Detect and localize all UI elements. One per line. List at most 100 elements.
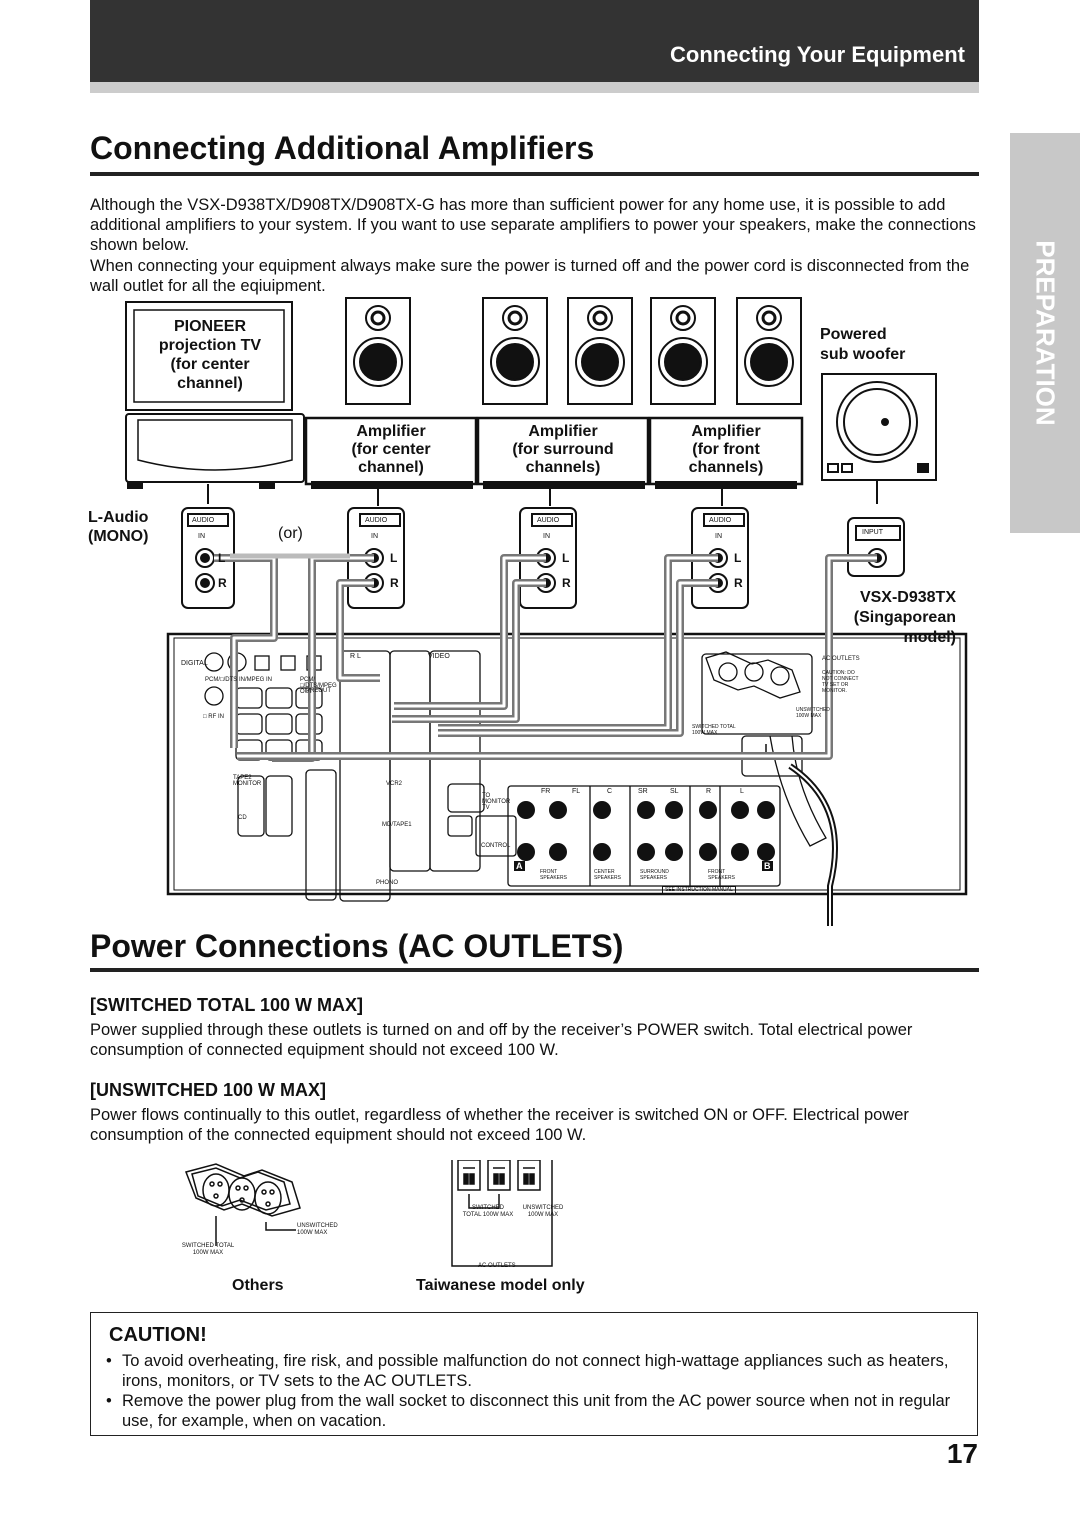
switched-subtitle: [SWITCHED TOTAL 100 W MAX] bbox=[90, 995, 364, 1015]
rcv-phono: PHONO bbox=[376, 880, 399, 886]
taiwan-caption: Taiwanese model only bbox=[416, 1277, 585, 1294]
section1-title: Connecting Additional Amplifiers bbox=[90, 130, 595, 166]
front-jack-l: L bbox=[734, 551, 742, 565]
center-jack-r: R bbox=[390, 576, 399, 590]
subwoofer bbox=[821, 373, 937, 481]
caution-item-1-text: To avoid overheating, fire risk, and pos… bbox=[122, 1352, 949, 1390]
amplifier-center-line2: (for center bbox=[351, 441, 431, 458]
amplifier-surround-line1: Amplifier bbox=[528, 423, 598, 440]
taiwan-unswitched: UNSWITCHED 100W MAX bbox=[522, 1205, 564, 1218]
caution-item-2: • Remove the power plug from the wall so… bbox=[106, 1391, 961, 1431]
spk-fr: FR bbox=[541, 788, 551, 795]
rcv-control: CONTROL bbox=[481, 843, 511, 849]
front-jack-r: R bbox=[734, 576, 743, 590]
caution-item-2-text: Remove the power plug from the wall sock… bbox=[122, 1392, 951, 1430]
l-audio-label: L-Audio bbox=[88, 509, 149, 526]
section1-rule bbox=[90, 172, 979, 176]
section2-rule bbox=[90, 968, 979, 972]
amplifier-front-line3: channels) bbox=[688, 459, 764, 476]
amplifier-connection-diagram bbox=[125, 297, 968, 926]
caution-title: CAUTION! bbox=[109, 1324, 207, 1346]
section1: Connecting Additional Amplifiers bbox=[90, 130, 979, 176]
surround-jack-l: L bbox=[562, 551, 570, 565]
header-underline bbox=[90, 82, 979, 93]
tv-label-line4: channel) bbox=[177, 375, 243, 392]
rcv-rf-in: □ RF IN bbox=[203, 714, 224, 720]
surround-jack-audio: AUDIO bbox=[537, 517, 560, 524]
rcv-digital: DIGITAL bbox=[181, 660, 208, 667]
spk-see-manual: SEE INSTRUCTION MANUAL bbox=[662, 886, 736, 894]
subwoofer-input-label: INPUT bbox=[862, 529, 883, 536]
rcv-rl: R L bbox=[350, 653, 361, 660]
others-switched: SWITCHED TOTAL 100W MAX bbox=[181, 1243, 235, 1256]
rcv-ac-outlets: AC OUTLETS bbox=[822, 656, 860, 662]
side-tab: PREPARATION bbox=[1010, 133, 1080, 533]
outlet-figures bbox=[185, 1160, 553, 1267]
rcv-video: VIDEO bbox=[428, 653, 450, 660]
front-jack-in: IN bbox=[715, 533, 722, 540]
taiwan-ac-outlets: AC OUTLETS bbox=[478, 1263, 516, 1269]
tv-label: PIONEER projection TV (for center channe… bbox=[130, 317, 290, 393]
front-jack-audio: AUDIO bbox=[709, 517, 732, 524]
spk-sl: SL bbox=[670, 788, 679, 795]
tv-jack-l: L bbox=[218, 551, 226, 565]
speaker-surround-r bbox=[482, 297, 548, 405]
spk-surround: SURROUND SPEAKERS bbox=[640, 869, 669, 881]
amplifier-center-line1: Amplifier bbox=[356, 423, 426, 440]
rcv-to-monitor: TO MONITOR TV bbox=[482, 793, 511, 811]
switched-text: Power supplied through these outlets is … bbox=[90, 1021, 913, 1059]
tv-jack-audio: AUDIO bbox=[192, 517, 215, 524]
page-number: 17 bbox=[946, 1438, 978, 1469]
or-label: (or) bbox=[278, 525, 303, 542]
rcv-cd: CD bbox=[238, 815, 247, 821]
others-caption: Others bbox=[232, 1277, 284, 1294]
rcv-vcr2: VCR2 bbox=[386, 781, 403, 787]
tv-jack-in: IN bbox=[198, 533, 205, 540]
speaker-surround-l bbox=[567, 297, 633, 405]
bullet-dot: • bbox=[106, 1352, 112, 1370]
center-jack-l: L bbox=[390, 551, 398, 565]
tv-label-line1: PIONEER bbox=[173, 318, 246, 335]
rcv-preout: PREOUT bbox=[306, 688, 332, 694]
amplifier-center-line3: channel) bbox=[358, 459, 424, 476]
spk-l: L bbox=[740, 788, 744, 795]
others-unswitched: UNSWITCHED 100W MAX bbox=[297, 1223, 338, 1236]
tv-label-line2: projection TV bbox=[158, 337, 262, 354]
surround-jack-in: IN bbox=[543, 533, 550, 540]
speaker-front-r bbox=[650, 297, 716, 405]
rcv-unswitched: UNSWITCHED 100W MAX bbox=[796, 707, 830, 719]
amplifier-front-line2: (for front bbox=[692, 441, 760, 458]
taiwan-switched: SWITCHED TOTAL 100W MAX bbox=[462, 1205, 514, 1218]
mono-label: (MONO) bbox=[88, 528, 149, 545]
side-tab-label: PREPARATION bbox=[1030, 240, 1061, 426]
projection-tv bbox=[125, 301, 293, 411]
caution-box: CAUTION! • To avoid overheating, fire ri… bbox=[90, 1312, 978, 1436]
rcv-pcm: PCM/□/DTS IN/MPEG IN bbox=[205, 677, 272, 683]
speaker-front-l bbox=[736, 297, 802, 405]
header-section-title: Connecting Your Equipment bbox=[670, 42, 965, 67]
section2-title: Power Connections (AC OUTLETS) bbox=[90, 928, 624, 964]
spk-front-a: FRONT SPEAKERS bbox=[540, 869, 567, 881]
center-jack-in: IN bbox=[371, 533, 378, 540]
rcv-md-tape1: MD/TAPE1 bbox=[382, 822, 412, 828]
subwoofer-label-line1: Powered bbox=[820, 326, 887, 343]
section1-paragraph2: When connecting your equipment always ma… bbox=[90, 257, 970, 295]
spk-c: C bbox=[607, 788, 613, 795]
rcv-caution: CAUTION: DO NOT CONNECT TV SET OR MONITO… bbox=[822, 670, 859, 694]
unswitched-subtitle: [UNSWITCHED 100 W MAX] bbox=[90, 1080, 327, 1100]
subwoofer-label: Powered sub woofer bbox=[820, 325, 905, 365]
model-label: VSX-D938TX (Singaporean model) bbox=[836, 588, 956, 648]
amplifier-surround-line3: channels) bbox=[525, 459, 601, 476]
caution-item-1: • To avoid overheating, fire risk, and p… bbox=[106, 1351, 961, 1391]
spk-sr: SR bbox=[638, 788, 648, 795]
amplifier-surround-label: Amplifier (for surround channels) bbox=[478, 423, 648, 477]
l-audio-mono-label: L-Audio (MONO) bbox=[88, 508, 148, 546]
amplifier-front-label: Amplifier (for front channels) bbox=[650, 423, 802, 477]
subwoofer-label-line2: sub woofer bbox=[820, 346, 906, 363]
surround-jack-r: R bbox=[562, 576, 571, 590]
tv-jack-r: R bbox=[218, 576, 227, 590]
section1-paragraph1: Although the VSX-D938TX/D908TX/D908TX-G … bbox=[90, 196, 976, 254]
model-label-line3: model) bbox=[903, 629, 956, 646]
header-bar: Connecting Your Equipment bbox=[90, 0, 979, 82]
rcv-tape: TAPE2 MONITOR bbox=[233, 775, 262, 787]
